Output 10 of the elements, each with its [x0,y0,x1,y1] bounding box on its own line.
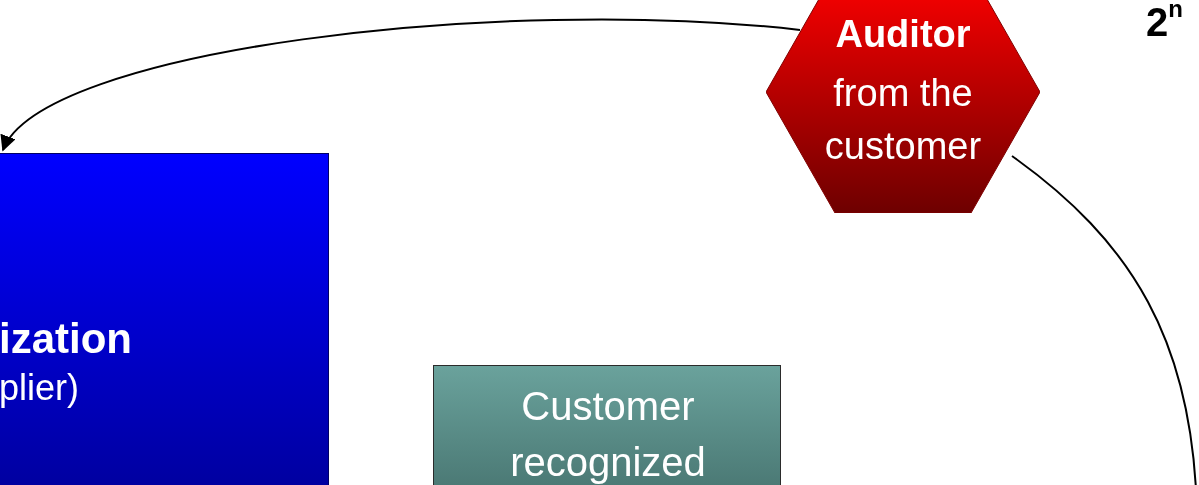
node-heading: ization [0,314,132,364]
process-box [433,365,781,485]
process-box [0,153,329,485]
node-heading: Auditor [834,12,972,57]
step-label: 2$^{n}$ [1146,0,1183,44]
node-text: plier) [0,366,79,410]
node-text: from the customer [823,71,983,170]
arrow [2,18,801,152]
connector-line [1011,155,1198,485]
node-text: Customer recognized [509,383,707,485]
